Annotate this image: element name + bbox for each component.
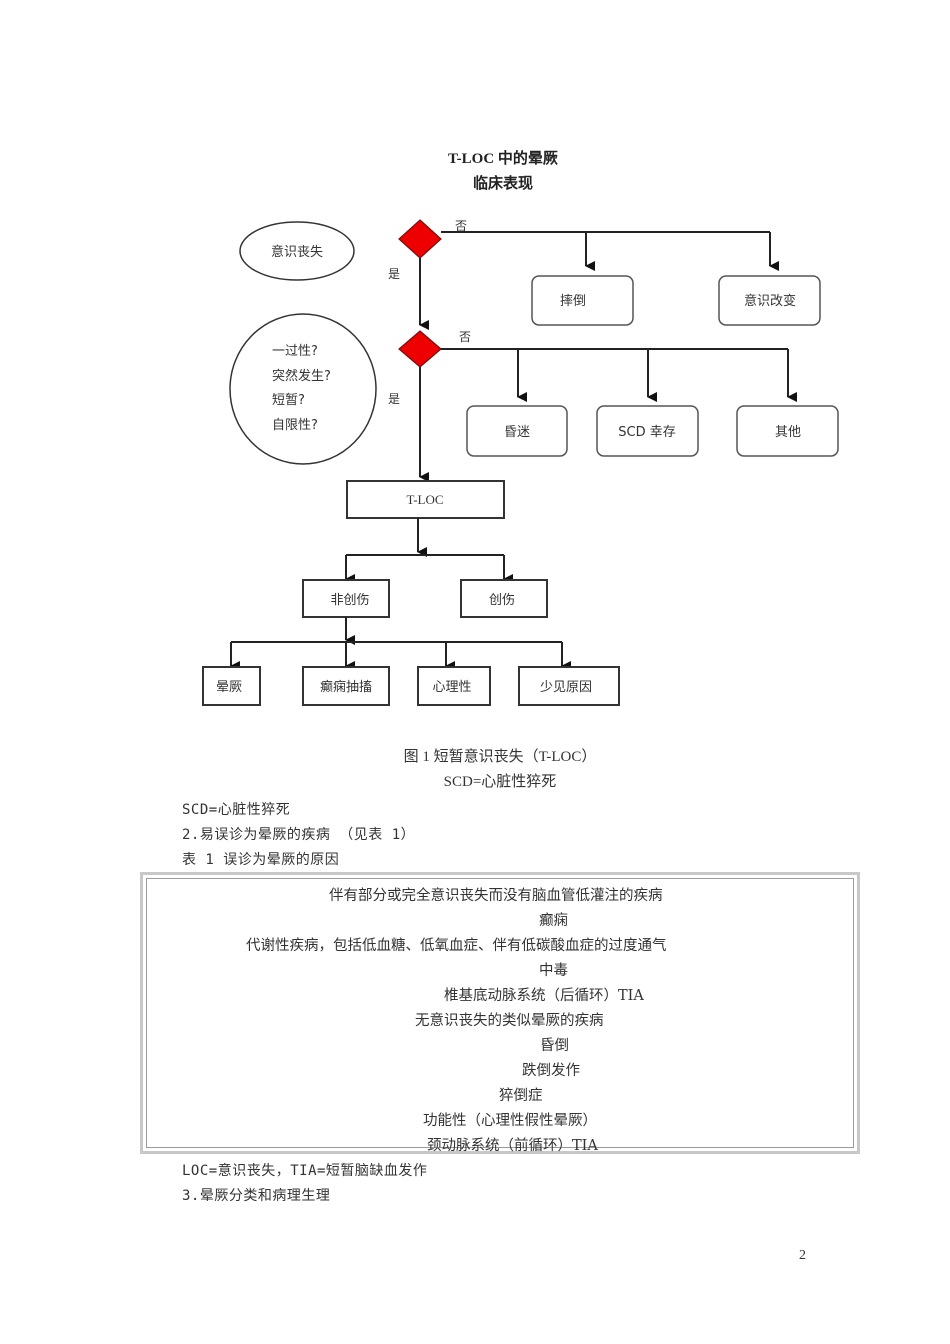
criteria-self-limited: 自限性? [272, 418, 318, 433]
decision-diamond-1 [398, 219, 442, 259]
node-coma: 昏迷 [466, 405, 568, 457]
criteria-transient: 一过性? [272, 344, 318, 359]
node-trauma: 创伤 [460, 579, 548, 618]
node-rare-causes-label: 少见原因 [540, 680, 592, 695]
section-3-heading: 3.晕厥分类和病理生理 [182, 1188, 331, 1204]
table-row: 伴有部分或完全意识丧失而没有脑血管低灌注的疾病 [329, 888, 663, 904]
node-rare-causes: 少见原因 [518, 666, 620, 706]
node-epileptic-seizure-label: 癫痫抽搐 [320, 679, 372, 695]
table-row: 昏倒 [540, 1038, 569, 1054]
node-altered-consciousness: 意识改变 [718, 275, 821, 326]
criteria-short: 短暂? [272, 393, 305, 408]
table-title: 表 1 误诊为晕厥的原因 [182, 852, 340, 868]
node-fall-label: 摔倒 [560, 293, 586, 309]
node-syncope: 晕厥 [202, 666, 261, 706]
table-row: 功能性（心理性假性晕厥） [423, 1113, 597, 1129]
table-row: 无意识丧失的类似晕厥的疾病 [415, 1013, 604, 1029]
table-row: 跌倒发作 [522, 1063, 580, 1079]
table-row: 中毒 [539, 963, 568, 979]
decision2-no-label: 否 [459, 330, 471, 344]
criteria-circle: 一过性? 突然发生? 短暂? 自限性? [229, 313, 377, 465]
table-row: 颈动脉系统（前循环）TIA [427, 1138, 598, 1154]
table-row: 椎基底动脉系统（后循环）TIA [444, 988, 644, 1004]
figure-title-line1: T-LOC 中的晕厥 [448, 151, 558, 167]
ellipse-loss-of-consciousness: 意识丧失 [239, 221, 355, 281]
node-coma-label: 昏迷 [504, 425, 530, 440]
decision1-yes-label: 是 [388, 267, 400, 281]
figure-caption-line2: SCD=心脏性猝死 [443, 774, 557, 790]
node-altered-consciousness-label: 意识改变 [744, 293, 796, 309]
decision1-no-label: 否 [455, 219, 467, 233]
page-number: 2 [799, 1248, 806, 1263]
node-epileptic-seizure: 癫痫抽搐 [302, 666, 390, 706]
abbreviation-note: LOC=意识丧失，TIA=短暂脑缺血发作 [182, 1163, 428, 1179]
table-inner-border: 伴有部分或完全意识丧失而没有脑血管低灌注的疾病 癫痫 代谢性疾病，包括低血糖、低… [146, 878, 854, 1154]
node-trauma-label: 创伤 [489, 593, 515, 608]
node-scd-survival-label: SCD 幸存 [618, 425, 675, 440]
section-2-heading: 2.易误诊为晕厥的疾病 （见表 1） [182, 827, 416, 843]
node-syncope-label: 晕厥 [216, 680, 242, 695]
table-row: 猝倒症 [499, 1088, 543, 1104]
node-fall: 摔倒 [531, 275, 634, 326]
decision2-yes-label: 是 [388, 392, 400, 406]
node-non-trauma-label: 非创伤 [330, 593, 369, 608]
figure-title-line2: 临床表现 [472, 176, 533, 192]
decision-diamond-2 [398, 330, 442, 368]
ellipse-label: 意识丧失 [271, 244, 323, 260]
node-other: 其他 [736, 405, 839, 457]
node-scd-survival: SCD 幸存 [596, 405, 699, 457]
misdiagnosis-table: 伴有部分或完全意识丧失而没有脑血管低灌注的疾病 癫痫 代谢性疾病，包括低血糖、低… [140, 872, 860, 1154]
node-tloc-label: T-LOC [406, 492, 443, 507]
node-tloc: T-LOC [346, 480, 505, 519]
figure-caption-line1: 图 1 短暂意识丧失（T-LOC） [403, 749, 597, 765]
table-row: 代谢性疾病，包括低血糖、低氧血症、伴有低碳酸血症的过度通气 [246, 938, 667, 954]
node-psychogenic-label: 心理性 [432, 680, 471, 695]
table-row: 癫痫 [539, 913, 568, 929]
scd-note: SCD=心脏性猝死 [182, 802, 291, 818]
criteria-sudden-onset: 突然发生? [272, 368, 331, 384]
node-non-trauma: 非创伤 [302, 579, 390, 618]
node-psychogenic: 心理性 [417, 666, 491, 706]
node-other-label: 其他 [775, 425, 801, 440]
flowchart: 意识丧失 否 是 摔倒 意识改变 一过性? 突然发生? 短暂? 自限性? 否 是… [202, 219, 839, 706]
